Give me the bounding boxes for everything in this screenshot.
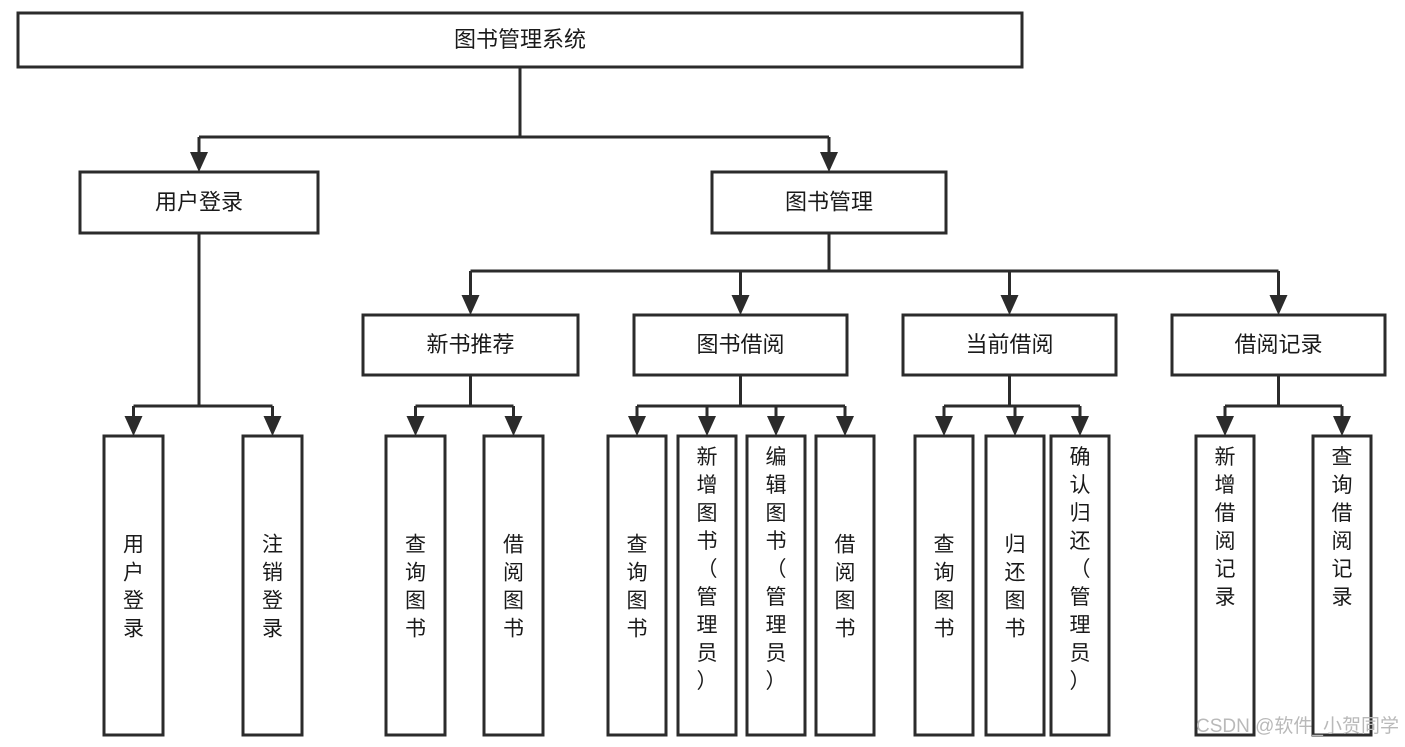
node-box-leaf-query-book-3[interactable] [913,434,975,737]
connector-group [406,375,523,436]
node-leaf-user-logout[interactable]: 注销登录 [241,434,304,737]
node-box-new-book-rec[interactable] [361,313,580,377]
node-borrow-record[interactable]: 借阅记录 [1170,313,1387,377]
nodes-layer: 图书管理系统用户登录图书管理新书推荐图书借阅当前借阅借阅记录用户登录注销登录查询… [16,11,1387,737]
node-box-leaf-confirm-return[interactable] [1049,434,1111,737]
node-leaf-borrow-book-2[interactable]: 借阅图书 [814,434,876,737]
node-leaf-confirm-return[interactable]: 确认归还（管理员） [1049,434,1111,737]
node-box-leaf-edit-book[interactable] [745,434,807,737]
node-user-login[interactable]: 用户登录 [78,170,320,235]
node-box-leaf-borrow-book-1[interactable] [482,434,545,737]
node-leaf-add-record[interactable]: 新增借阅记录 [1194,434,1256,737]
csdn-watermark: CSDN @软件_小贺同学 [1196,715,1399,737]
connector-group [935,375,1089,436]
node-label-current-borrow: 当前借阅 [965,332,1053,357]
node-leaf-user-login[interactable]: 用户登录 [102,434,165,737]
node-label-borrow-record: 借阅记录 [1234,332,1322,357]
node-leaf-query-book-2[interactable]: 查询图书 [606,434,668,737]
node-book-manage[interactable]: 图书管理 [710,170,948,235]
node-label-user-login: 用户登录 [155,189,243,214]
node-label-leaf-add-book: 新增图书（管理员） [697,446,718,693]
node-label-new-book-rec: 新书推荐 [426,332,514,357]
node-label-leaf-return-book: 归还图书 [1005,534,1026,641]
node-box-leaf-return-book[interactable] [984,434,1046,737]
node-label-leaf-borrow-book-2: 借阅图书 [835,534,856,641]
connector-group [628,375,854,436]
node-label-leaf-query-book-2: 查询图书 [627,534,648,641]
node-label-leaf-borrow-book-1: 借阅图书 [503,534,524,641]
node-current-borrow[interactable]: 当前借阅 [901,313,1118,377]
node-book-borrow[interactable]: 图书借阅 [632,313,849,377]
node-box-leaf-add-book[interactable] [676,434,738,737]
node-label-leaf-query-book-3: 查询图书 [934,534,955,641]
node-box-book-borrow[interactable] [632,313,849,377]
node-box-root[interactable] [16,11,1024,69]
node-box-leaf-user-login[interactable] [102,434,165,737]
node-box-leaf-query-book-1[interactable] [384,434,447,737]
node-label-leaf-query-book-1: 查询图书 [405,534,426,641]
connector-group [461,233,1288,315]
node-label-leaf-confirm-return: 确认归还（管理员） [1070,446,1091,693]
node-leaf-return-book[interactable]: 归还图书 [984,434,1046,737]
node-leaf-query-book-1[interactable]: 查询图书 [384,434,447,737]
connector-group [190,67,838,172]
node-box-user-login[interactable] [78,170,320,235]
node-box-book-manage[interactable] [710,170,948,235]
node-label-leaf-edit-book: 编辑图书（管理员） [766,446,787,693]
node-leaf-add-book[interactable]: 新增图书（管理员） [676,434,738,737]
node-label-book-manage: 图书管理 [785,189,873,214]
node-label-leaf-user-logout: 注销登录 [262,534,283,641]
node-box-leaf-add-record[interactable] [1194,434,1256,737]
node-label-leaf-add-record: 新增借阅记录 [1215,446,1236,609]
node-new-book-rec[interactable]: 新书推荐 [361,313,580,377]
node-box-leaf-borrow-book-2[interactable] [814,434,876,737]
node-box-current-borrow[interactable] [901,313,1118,377]
node-label-book-borrow: 图书借阅 [696,332,784,357]
node-leaf-edit-book[interactable]: 编辑图书（管理员） [745,434,807,737]
node-box-leaf-query-record[interactable] [1311,434,1373,737]
connector-group [124,233,282,436]
node-label-root: 图书管理系统 [454,27,586,52]
node-box-leaf-query-book-2[interactable] [606,434,668,737]
node-leaf-query-book-3[interactable]: 查询图书 [913,434,975,737]
node-root[interactable]: 图书管理系统 [16,11,1024,69]
node-leaf-borrow-book-1[interactable]: 借阅图书 [482,434,545,737]
edges-layer [124,67,1351,436]
node-leaf-query-record[interactable]: 查询借阅记录 [1311,434,1373,737]
node-label-leaf-query-record: 查询借阅记录 [1332,446,1353,609]
connector-group [1216,375,1351,436]
node-box-borrow-record[interactable] [1170,313,1387,377]
node-label-leaf-user-login: 用户登录 [123,534,144,641]
node-box-leaf-user-logout[interactable] [241,434,304,737]
